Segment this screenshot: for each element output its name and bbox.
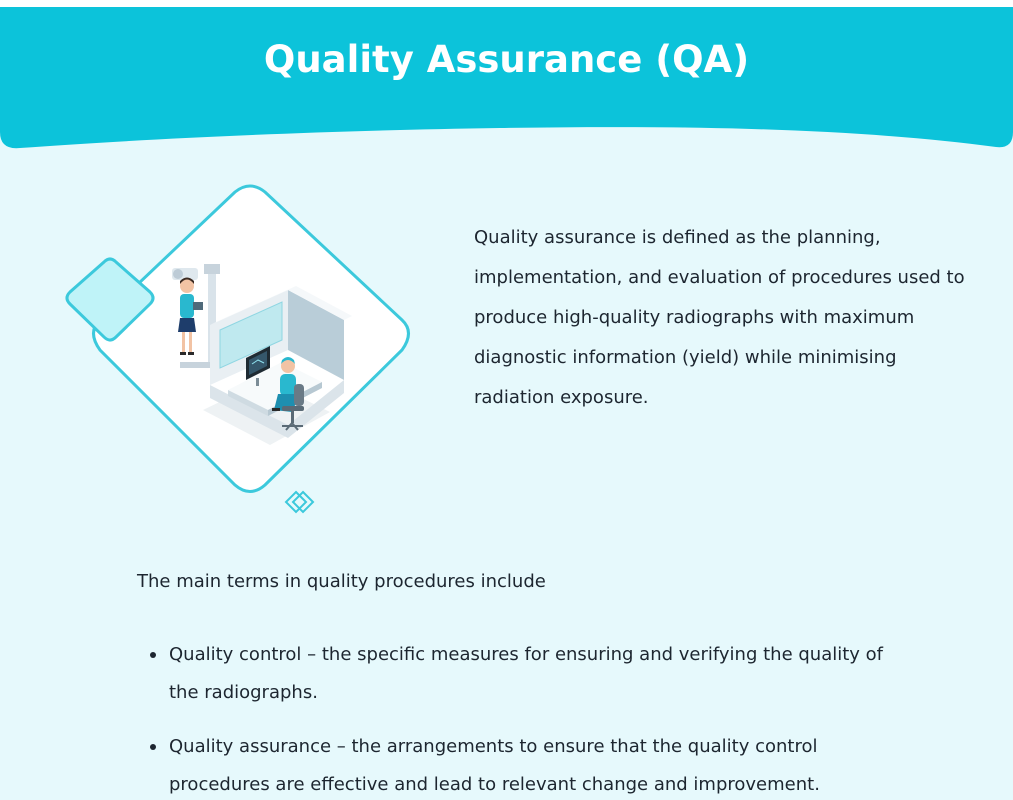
page-title: Quality Assurance (QA) [263,38,750,81]
list-item: Quality control – the specific measures … [137,636,897,712]
qa-definition-text: Quality assurance is defined as the plan… [474,227,965,408]
bullet-icon [150,744,156,750]
terms-list: Quality control – the specific measures … [137,636,897,800]
list-item-text: Quality control – the specific measures … [169,644,884,703]
bullet-icon [150,652,156,658]
header-banner [0,7,1013,149]
list-item: Quality assurance – the arrangements to … [137,728,897,800]
radiography-room-illustration [65,184,410,514]
top-strip [0,0,1013,7]
terms-intro-text: The main terms in quality procedures inc… [137,571,546,592]
list-item-text: Quality assurance – the arrangements to … [169,736,820,795]
